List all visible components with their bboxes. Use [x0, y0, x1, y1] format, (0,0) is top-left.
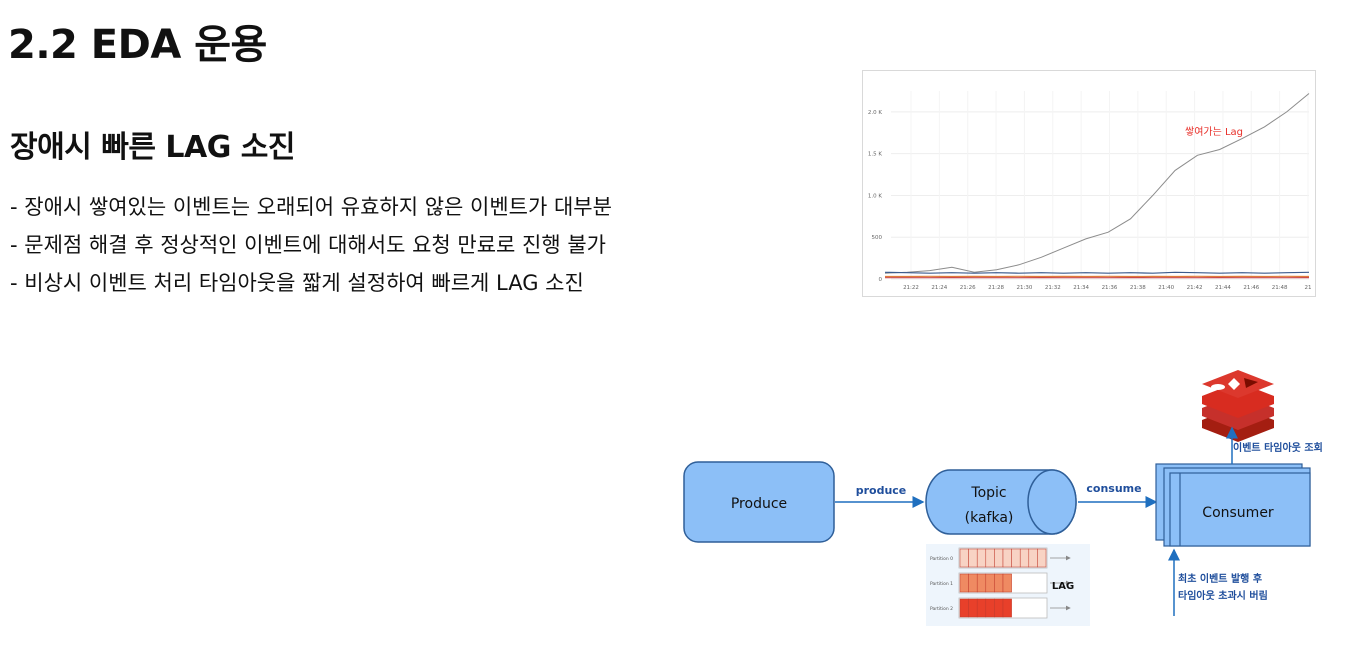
partition-cell [1003, 549, 1012, 567]
partition-cell [1012, 549, 1021, 567]
partition-cell [969, 574, 978, 592]
consumer-box-label: Consumer [1202, 505, 1274, 521]
partition-cell [1037, 549, 1046, 567]
partition-cell [1029, 549, 1038, 567]
topic-label: Topic [970, 485, 1006, 501]
partition-cell [969, 599, 978, 617]
chart-xtick-label: 21 [1305, 285, 1312, 291]
chart-ytick-label: 0 [879, 277, 883, 283]
eda-diagram: Produce produce Topic (kafka) consume Co… [680, 360, 1345, 652]
topic-sublabel: (kafka) [965, 510, 1014, 526]
partition-cell [977, 574, 986, 592]
chart-xtick-label: 21:40 [1158, 285, 1174, 291]
chart-series-line [885, 272, 1309, 273]
partition-cell [1003, 574, 1012, 592]
chart-xtick-label: 21:30 [1016, 285, 1032, 291]
partition-cell [1020, 549, 1029, 567]
partition-cell [960, 599, 969, 617]
redis-icon [1202, 370, 1274, 442]
partition-cell [977, 549, 986, 567]
lag-chart: 0 500 1.0 K 1.5 K 2.0 K 21:22 21:24 21:26 21:28 2… [862, 70, 1316, 297]
lag-label: LAG [1052, 581, 1074, 592]
slide-subtitle: 장애시 빠른 LAG 소진 [10, 122, 295, 166]
produce-box-label: Produce [731, 496, 787, 512]
partition-cell [1003, 599, 1012, 617]
chart-ytick-label: 1.5 K [868, 152, 882, 158]
chart-series-line [885, 94, 1309, 274]
partition-cell [960, 574, 969, 592]
chart-xtick-label: 21:28 [988, 285, 1004, 291]
chart-xtick-label: 21:46 [1243, 285, 1259, 291]
partition-cell [994, 574, 1003, 592]
partition-cell [969, 549, 978, 567]
chart-ytick-label: 2.0 K [868, 110, 882, 116]
chart-xtick-label: 21:32 [1045, 285, 1061, 291]
partition-cell [994, 549, 1003, 567]
eda-diagram-svg: Produce produce Topic (kafka) consume Co… [680, 360, 1345, 652]
chart-xtick-label: 21:22 [903, 285, 919, 291]
bullet-item: - 문제점 해결 후 정상적인 이벤트에 대해서도 요청 만료로 진행 불가 [10, 226, 612, 264]
partition-label: Partition 2 [930, 606, 953, 612]
chart-ytick-label: 1.0 K [868, 193, 882, 199]
partition-cell [960, 549, 969, 567]
chart-xtick-label: 21:24 [931, 285, 947, 291]
chart-annotation: 쌓여가는 Lag [1185, 126, 1243, 138]
partition-label: Partition 0 [930, 556, 953, 562]
chart-xtick-label: 21:44 [1215, 285, 1231, 291]
slide-title: 2.2 EDA 운용 [8, 12, 267, 70]
note-line-2: 타임아웃 초과시 버림 [1178, 589, 1268, 602]
bullet-list: - 장애시 쌓여있는 이벤트는 오래되어 유효하지 않은 이벤트가 대부분 - … [10, 188, 612, 302]
partition-cell [986, 549, 995, 567]
lag-chart-svg: 0 500 1.0 K 1.5 K 2.0 K 21:22 21:24 21:26 21:28 2… [863, 71, 1315, 296]
produce-arrow-label: produce [856, 484, 907, 497]
bullet-item: - 비상시 이벤트 처리 타임아웃을 짧게 설정하여 빠르게 LAG 소진 [10, 264, 612, 302]
chart-xtick-label: 21:48 [1272, 285, 1288, 291]
bullet-item: - 장애시 쌓여있는 이벤트는 오래되어 유효하지 않은 이벤트가 대부분 [10, 188, 612, 226]
chart-xtick-label: 21:36 [1102, 285, 1118, 291]
chart-xtick-label: 21:42 [1187, 285, 1203, 291]
chart-xtick-label: 21:26 [960, 285, 976, 291]
partition-cell [994, 599, 1003, 617]
partition-cell [986, 574, 995, 592]
note-line-1: 최초 이벤트 발행 후 [1178, 572, 1262, 585]
chart-xtick-label: 21:34 [1073, 285, 1089, 291]
partition-cell [977, 599, 986, 617]
redis-lookup-label: 이벤트 타임아웃 조회 [1233, 441, 1323, 454]
partition-cell [986, 599, 995, 617]
chart-ytick-label: 500 [872, 235, 883, 241]
consume-arrow-label: consume [1086, 482, 1141, 495]
chart-xtick-label: 21:38 [1130, 285, 1146, 291]
partition-label: Partition 1 [930, 581, 953, 587]
